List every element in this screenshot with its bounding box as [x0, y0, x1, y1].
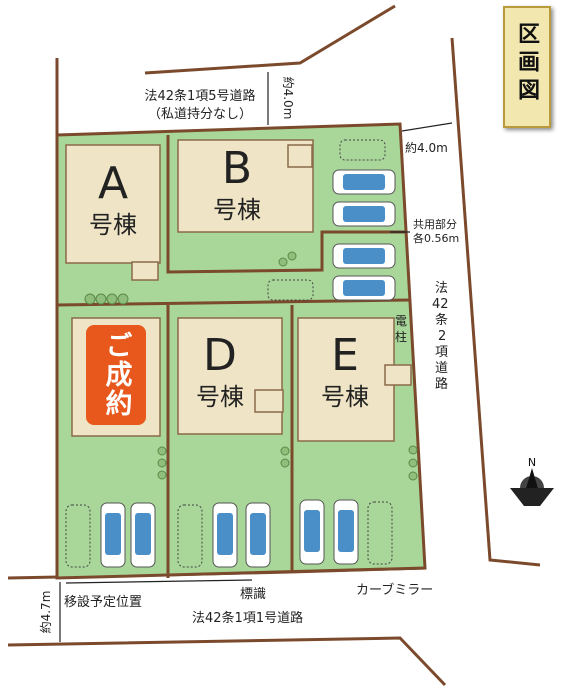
- sold-badge: ご成約: [86, 325, 146, 425]
- lot-dividers: [56, 135, 411, 578]
- lot-e-letter: E: [331, 330, 359, 381]
- svg-text:項: 項: [435, 345, 448, 360]
- svg-text:柱: 柱: [395, 329, 407, 344]
- svg-text:42: 42: [432, 297, 449, 312]
- svg-text:2: 2: [438, 329, 446, 344]
- house-b-porch: [287, 144, 313, 168]
- house-e: [297, 317, 395, 442]
- north-road-note: （私道持分なし）: [148, 107, 252, 122]
- title-text: 区画図: [514, 22, 540, 106]
- east-width-label: 約4.0m: [405, 140, 448, 155]
- lot-a-letter: A: [98, 158, 128, 209]
- lot-d-suffix: 号棟: [196, 383, 244, 411]
- shared-part-label: 共用部分: [413, 217, 457, 231]
- lot-e-suffix: 号棟: [321, 383, 369, 411]
- curve-mirror-label: カーブミラー: [356, 582, 433, 598]
- south-width-label: 約4.7m: [38, 591, 53, 634]
- parking-cars: [65, 139, 396, 568]
- svg-text:N: N: [528, 456, 536, 469]
- svg-text:条: 条: [435, 312, 448, 328]
- east-road-boundary: [450, 37, 541, 567]
- sign-leader: [65, 579, 253, 584]
- sign-label: 標識: [240, 587, 266, 602]
- east-road-label: 法 42 条 2 項 道 路: [432, 281, 449, 392]
- lot-d-letter: D: [203, 330, 237, 381]
- pole-label: 電 柱: [395, 314, 407, 344]
- shrubs: [84, 251, 418, 481]
- lot-b-letter: B: [222, 143, 252, 194]
- title-badge: 区画図: [503, 6, 551, 128]
- lot-b-suffix: 号棟: [213, 196, 261, 224]
- svg-text:路: 路: [435, 376, 448, 392]
- house-d-porch: [254, 389, 284, 413]
- svg-text:電: 電: [395, 314, 407, 328]
- shared-width-label: 各0.56m: [413, 231, 459, 245]
- east-width-dimension: [401, 122, 453, 132]
- north-compass-icon: N: [510, 456, 554, 506]
- svg-text:法: 法: [435, 281, 448, 296]
- house-d: [177, 317, 283, 435]
- north-width-label: 約4.0m: [281, 77, 296, 120]
- south-far-boundary: [7, 636, 447, 687]
- relocation-label: 移設予定位置: [64, 594, 142, 610]
- house-a-porch: [131, 261, 159, 281]
- lot-a-suffix: 号棟: [89, 211, 137, 239]
- sold-badge-text: ご成約: [100, 331, 132, 418]
- south-road-label: 法42条1項1号道路: [192, 610, 303, 626]
- house-e-porch: [384, 364, 412, 386]
- svg-text:道: 道: [435, 361, 448, 376]
- north-road-boundary: [144, 4, 396, 75]
- house-a: [65, 144, 161, 264]
- north-road-label: 法42条1項5号道路: [144, 88, 255, 104]
